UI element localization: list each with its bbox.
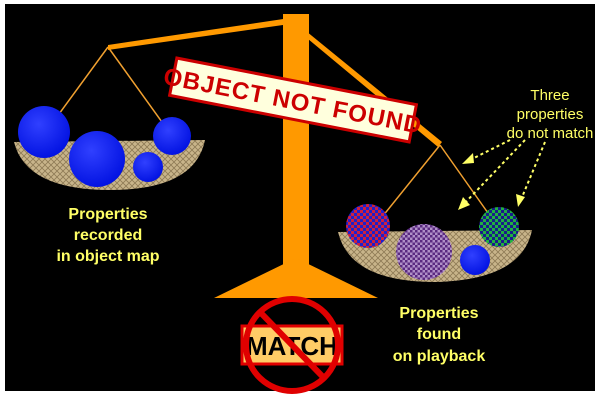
right-caption-line-3: on playback [393, 348, 486, 365]
callout-line-2: properties [517, 106, 584, 123]
left-sphere-4 [133, 152, 163, 182]
scale-base [214, 258, 378, 298]
right-spheres [346, 204, 519, 280]
right-caption: Properties found on playback [393, 305, 486, 365]
prohibition-slash [257, 309, 327, 381]
right-sphere-mismatch-1 [346, 204, 390, 248]
left-caption-line-3: in object map [56, 248, 159, 265]
left-caption: Properties recorded in object map [56, 206, 159, 265]
callout-arrow-3 [519, 141, 546, 203]
right-sphere-mismatch-3 [479, 207, 519, 247]
scale-post [283, 14, 309, 270]
callout-line-3: do not match [507, 125, 594, 142]
right-sphere-mismatch-2 [396, 224, 452, 280]
callout-arrow-1 [465, 139, 511, 163]
left-caption-line-2: recorded [74, 227, 142, 244]
left-sphere-2 [69, 131, 125, 187]
left-sphere-1 [18, 106, 70, 158]
callout-arrowheads [458, 153, 525, 210]
right-sphere-match [460, 245, 490, 275]
prohibition-circle [243, 296, 341, 394]
right-caption-line-2: found [417, 326, 461, 343]
right-caption-line-1: Properties [399, 305, 478, 322]
callout-line-1: Three [530, 87, 569, 104]
left-caption-line-1: Properties [68, 206, 147, 223]
callout-arrows [461, 139, 546, 207]
banner-box [167, 56, 419, 144]
left-sphere-3 [153, 117, 191, 155]
left-spheres [18, 106, 191, 187]
no-match-stamp: MATCH [240, 296, 344, 394]
callout-text: Three properties do not match [507, 87, 594, 142]
